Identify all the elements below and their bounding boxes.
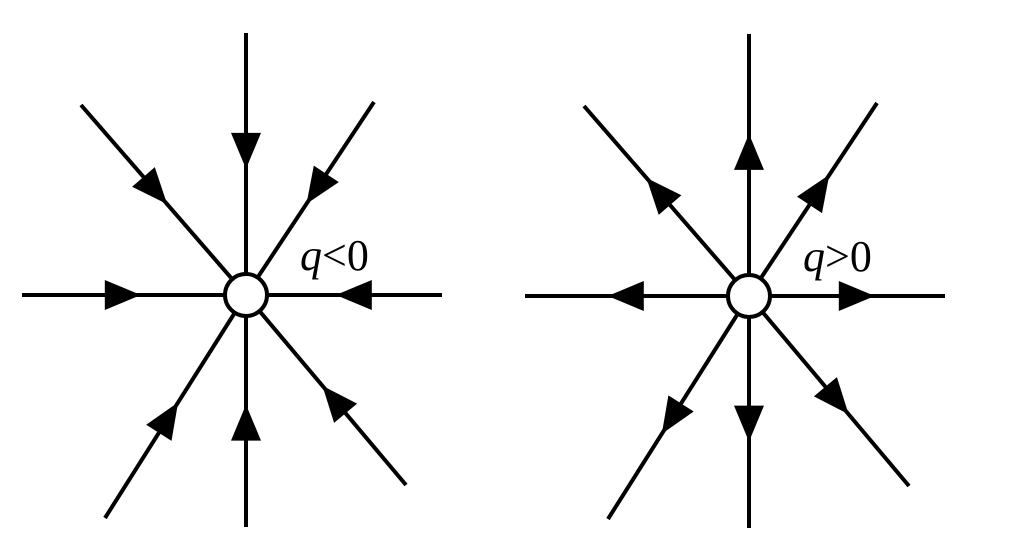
arrow-upper-left-outward <box>646 177 682 215</box>
charge-symbol: q <box>803 232 825 281</box>
arrow-bottom-outward <box>734 405 764 442</box>
charge-sign-label: q<0 <box>300 231 369 280</box>
arrow-left-outward <box>607 281 644 311</box>
arrow-upper-left-inward <box>132 167 168 205</box>
negative-charge-field-panel: q<0 <box>22 33 442 527</box>
charge-sign-label: q>0 <box>803 232 872 281</box>
arrow-top-outward <box>734 133 764 170</box>
arrow-right-inward <box>335 280 372 310</box>
arrow-top-inward <box>231 132 261 169</box>
positive-charge-field-panel: q>0 <box>525 34 945 528</box>
charge-symbol: q <box>300 231 322 280</box>
arrow-bottom-inward <box>231 404 261 441</box>
charge-relation: <0 <box>322 231 369 280</box>
arrow-lower-right-outward <box>813 377 849 415</box>
arrow-lower-left-inward <box>146 402 179 441</box>
arrow-upper-right-outward <box>797 174 830 214</box>
arrow-lower-right-inward <box>322 385 358 423</box>
arrow-upper-right-inward <box>306 165 339 204</box>
arrow-left-inward <box>104 280 141 310</box>
arrow-lower-left-outward <box>661 395 694 434</box>
point-charge <box>223 272 269 318</box>
charge-relation: >0 <box>825 232 872 281</box>
point-charge <box>726 273 772 319</box>
arrow-right-outward <box>838 281 875 311</box>
